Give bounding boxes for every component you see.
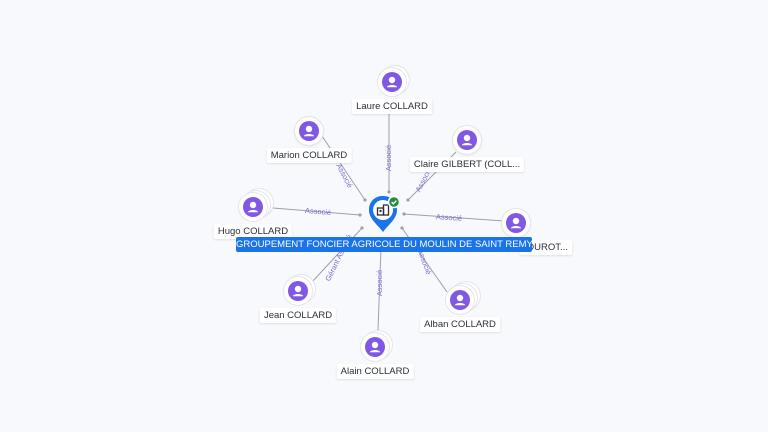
company-pin[interactable] <box>367 194 399 238</box>
person-name-label[interactable]: Claire GILBERT (COLL... <box>409 157 525 172</box>
edge-label-laure: Associé <box>384 145 393 171</box>
edge-marion <box>321 135 366 201</box>
edge-arrow-hugo <box>358 213 362 217</box>
person-avatar[interactable] <box>239 193 267 221</box>
person-icon <box>450 290 470 310</box>
person-avatar[interactable] <box>453 126 481 154</box>
person-avatar[interactable] <box>378 68 406 96</box>
person-name-label[interactable]: Laure COLLARD <box>352 99 432 114</box>
person-icon <box>457 130 477 150</box>
person-avatar[interactable] <box>295 117 323 145</box>
edge-alain <box>377 247 382 331</box>
person-avatar[interactable] <box>446 286 474 314</box>
person-avatar[interactable] <box>284 277 312 305</box>
edge-label-marion: Associé <box>334 162 354 189</box>
person-icon <box>288 281 308 301</box>
person-name-label[interactable]: Alain COLLARD <box>336 364 414 379</box>
edge-arrow-claire <box>406 198 410 202</box>
person-avatar[interactable] <box>361 333 389 361</box>
person-icon <box>299 121 319 141</box>
person-icon <box>243 197 263 217</box>
edge-durot <box>403 213 505 222</box>
person-name-label[interactable]: Hugo COLLARD <box>213 224 293 239</box>
edge-hugo <box>272 207 361 216</box>
person-icon <box>365 337 385 357</box>
verified-check-icon <box>387 195 399 209</box>
person-name-label[interactable]: Marion COLLARD <box>266 148 352 163</box>
person-name-label[interactable]: (DUROT... <box>520 240 572 255</box>
edge-arrow-alban <box>400 226 404 230</box>
edge-label-durot: Associé <box>436 212 463 223</box>
edge-arrow-durot <box>402 212 406 216</box>
edge-label-alain: Associé <box>375 270 384 296</box>
edge-label-hugo: Associé <box>305 206 332 217</box>
edge-label-alban: Associé <box>416 248 433 276</box>
edge-arrow-marion <box>363 198 367 202</box>
person-name-label[interactable]: Jean COLLARD <box>259 308 337 323</box>
edge-arrow-jean <box>360 226 364 230</box>
company-name-label[interactable]: GROUPEMENT FONCIER AGRICOLE DU MOULIN DE… <box>236 237 533 252</box>
edge-arrow-laure <box>387 190 391 194</box>
person-name-label[interactable]: Alban COLLARD <box>420 317 500 332</box>
person-icon <box>506 213 526 233</box>
company-building-icon <box>376 204 390 216</box>
person-icon <box>382 72 402 92</box>
person-avatar[interactable] <box>502 209 530 237</box>
